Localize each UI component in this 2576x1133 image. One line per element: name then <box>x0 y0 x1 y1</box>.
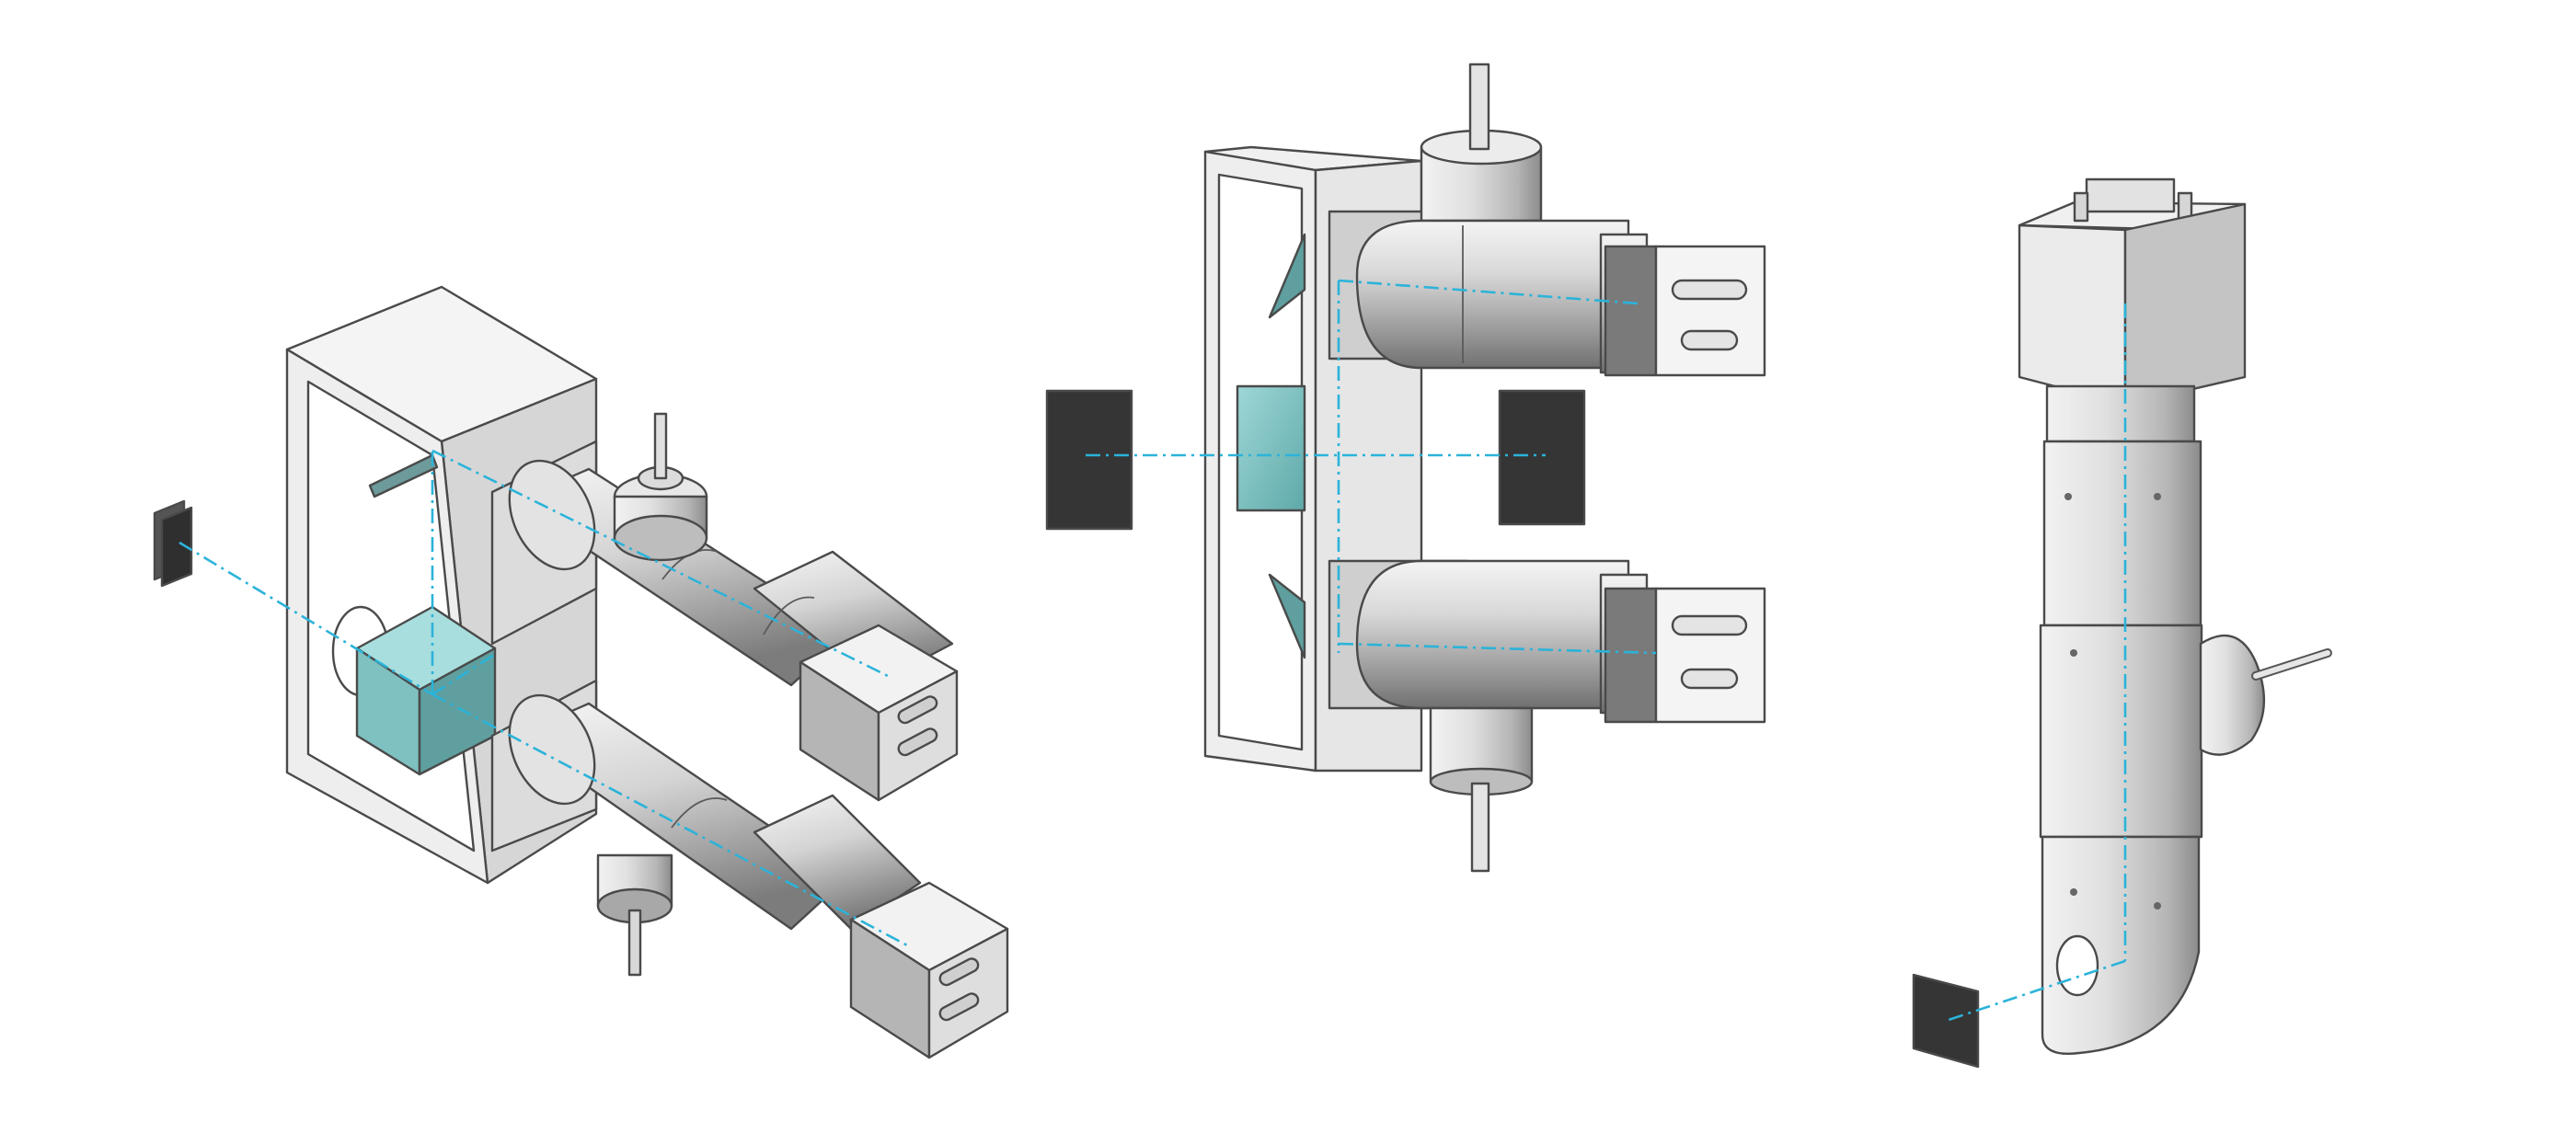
image-sensor-plate-center-right <box>1498 389 1586 526</box>
mirror-prism-lower <box>1268 573 1306 659</box>
camera-module-upper-left <box>799 624 959 802</box>
camera-module-lower-center <box>1604 587 1766 724</box>
image-sensor-plate-left <box>153 499 193 588</box>
camera-module-right <box>2018 177 2247 406</box>
focus-knob-right <box>2199 635 2332 756</box>
image-sensor-plate-center-left <box>1045 389 1133 531</box>
front-view <box>1045 63 1766 873</box>
lens-tube-lower-left <box>508 693 922 977</box>
lens-tube-upper-center <box>1328 63 1649 374</box>
image-sensor-plate-right <box>1912 973 1980 1069</box>
mirror-prism-upper <box>1268 233 1306 319</box>
side-view <box>1912 177 2332 1069</box>
beam-splitter-prism-left <box>355 605 497 776</box>
camera-module-upper-center <box>1604 245 1766 377</box>
beam-splitter-prism-center <box>1236 384 1306 512</box>
lens-tube-right <box>2039 384 2203 1055</box>
optical-path-center <box>1086 279 1657 655</box>
optical-path-right <box>1945 303 2127 1023</box>
isometric-view <box>153 285 1009 1059</box>
lens-tube-upper-left <box>508 412 954 687</box>
camera-module-lower-left <box>849 881 1009 1059</box>
prism-housing-left <box>285 285 598 885</box>
optical-path-left <box>178 449 912 949</box>
